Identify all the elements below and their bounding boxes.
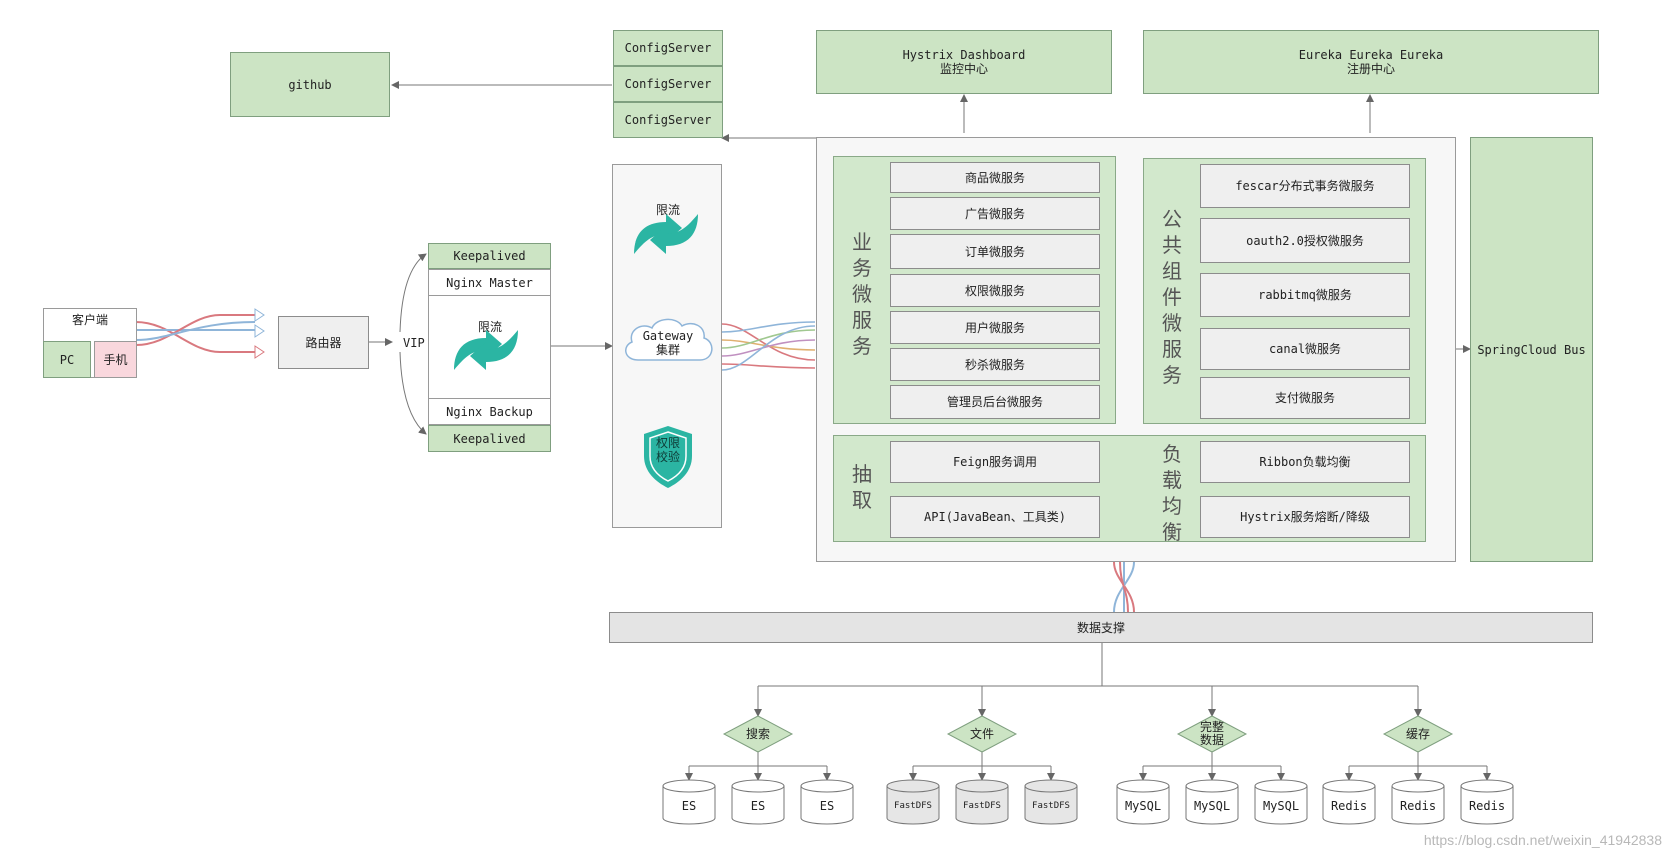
vip-arc-bottom <box>399 351 427 435</box>
watermark: https://blog.csdn.net/weixin_41942838 <box>1423 832 1662 848</box>
gateway-to-services-arrows <box>721 321 816 371</box>
storage-node-cylinder <box>1116 779 1170 825</box>
storage-node-label: FastDFS <box>1032 800 1070 811</box>
github-box: github <box>230 52 390 117</box>
storage-node-cylinder <box>662 779 716 825</box>
ribbon-box: Ribbon负载均衡 <box>1200 441 1410 483</box>
storage-node-cylinder <box>731 779 785 825</box>
hystrix-dashboard-box: Hystrix Dashboard 监控中心 <box>816 30 1112 94</box>
common-service-1: fescar分布式事务微服务 <box>1200 164 1410 208</box>
storage-node-cylinder <box>1322 779 1376 825</box>
storage-node-label: FastDFS <box>963 800 1001 811</box>
storage-node-cylinder <box>1254 779 1308 825</box>
common-title: 公 共 组 件 微 服 务 <box>1162 207 1182 387</box>
storage-node-cylinder <box>1391 779 1445 825</box>
auth-check-label: 权限 校验 <box>646 434 690 466</box>
data-support-bar: 数据支撑 <box>609 612 1593 643</box>
storage-node-label: MySQL <box>1124 799 1162 813</box>
hystrix-subtitle: 监控中心 <box>939 62 988 76</box>
storage-node-label: FastDFS <box>894 800 932 811</box>
business-service-1: 商品微服务 <box>890 162 1100 193</box>
vip-arc-top <box>399 253 427 333</box>
config-server-2: ConfigServer <box>613 66 723 102</box>
gateway-cloud-icon <box>625 318 713 361</box>
config-server-3: ConfigServer <box>613 102 723 138</box>
keepalived-top: Keepalived <box>428 243 551 269</box>
vip-label: VIP <box>403 336 425 350</box>
load-balance-title: 负 载 均 衡 <box>1162 442 1182 544</box>
storage-category-diamond <box>1176 715 1248 753</box>
gateway-rate-limit-icon <box>634 214 698 254</box>
springcloud-bus-box: SpringCloud Bus <box>1470 137 1593 562</box>
gateway-subtitle: 集群 <box>655 343 680 357</box>
gateway-cluster-label: Gateway 集群 <box>628 326 708 360</box>
diamond-layer <box>722 715 1454 753</box>
hystrix-fuse-box: Hystrix服务熔断/降级 <box>1200 496 1410 538</box>
business-service-3: 订单微服务 <box>890 234 1100 269</box>
nginx-master: Nginx Master <box>428 269 551 296</box>
client-title: 客户端 <box>71 313 108 327</box>
gateway-title: Gateway <box>642 329 694 343</box>
storage-category-diamond <box>722 715 794 753</box>
business-service-2: 广告微服务 <box>890 197 1100 230</box>
common-service-4: canal微服务 <box>1200 328 1410 370</box>
nginx-rate-limit-label: 限流 <box>478 320 503 334</box>
config-server-1: ConfigServer <box>613 30 723 66</box>
leaf-connectors <box>685 752 1491 781</box>
client-to-router-arrows <box>135 308 265 359</box>
business-title: 业 务 微 服 务 <box>852 230 872 358</box>
storage-node-label: MySQL <box>1193 799 1231 813</box>
storage-node-cylinder <box>1185 779 1239 825</box>
extract-title: 抽 取 <box>852 462 872 512</box>
storage-category-label: 缓存 <box>1405 726 1430 741</box>
storage-node-cylinder <box>1460 779 1514 825</box>
eureka-title: Eureka Eureka Eureka <box>1298 48 1444 62</box>
keepalived-bottom: Keepalived <box>428 425 551 452</box>
auth-line-2: 校验 <box>655 450 680 464</box>
storage-node-label: Redis <box>1399 799 1437 813</box>
phone-box: 手机 <box>94 341 137 378</box>
nginx-backup: Nginx Backup <box>428 398 551 425</box>
storage-node-label: ES <box>750 799 766 813</box>
storage-node-label: Redis <box>1468 799 1506 813</box>
auth-line-1: 权限 <box>655 436 680 450</box>
business-service-6: 秒杀微服务 <box>890 348 1100 381</box>
storage-node-label: ES <box>819 799 835 813</box>
business-service-7: 管理员后台微服务 <box>890 385 1100 419</box>
storage-node-cylinder <box>1024 779 1078 825</box>
router-box: 路由器 <box>278 316 369 369</box>
common-service-2: oauth2.0授权微服务 <box>1200 218 1410 263</box>
storage-node-label: Redis <box>1330 799 1368 813</box>
business-service-5: 用户微服务 <box>890 311 1100 344</box>
storage-node-label: MySQL <box>1262 799 1300 813</box>
services-to-data-arrows <box>1113 561 1135 613</box>
gateway-rate-limit-label: 限流 <box>656 203 681 217</box>
storage-category-diamond <box>946 715 1018 753</box>
cylinder-layer <box>662 779 1514 825</box>
storage-category-diamond <box>1382 715 1454 753</box>
storage-node-cylinder <box>955 779 1009 825</box>
feign-box: Feign服务调用 <box>890 441 1100 483</box>
business-service-4: 权限微服务 <box>890 274 1100 307</box>
api-box: API(JavaBean、工具类) <box>890 496 1100 538</box>
common-service-3: rabbitmq微服务 <box>1200 273 1410 317</box>
pc-box: PC <box>43 341 91 378</box>
storage-category-label: 搜索 <box>745 726 770 741</box>
data-tree <box>754 643 1422 717</box>
common-service-5: 支付微服务 <box>1200 377 1410 419</box>
auth-shield-icon <box>644 426 692 488</box>
storage-node-label: ES <box>681 799 697 813</box>
nginx-rate-limit-icon <box>454 330 518 370</box>
storage-node-cylinder <box>886 779 940 825</box>
hystrix-title: Hystrix Dashboard <box>902 48 1026 62</box>
storage-category-label: 完整数据 <box>1199 720 1224 747</box>
eureka-subtitle: 注册中心 <box>1346 62 1395 76</box>
storage-node-cylinder <box>800 779 854 825</box>
eureka-box: Eureka Eureka Eureka 注册中心 <box>1143 30 1599 94</box>
storage-category-label: 文件 <box>969 726 994 741</box>
